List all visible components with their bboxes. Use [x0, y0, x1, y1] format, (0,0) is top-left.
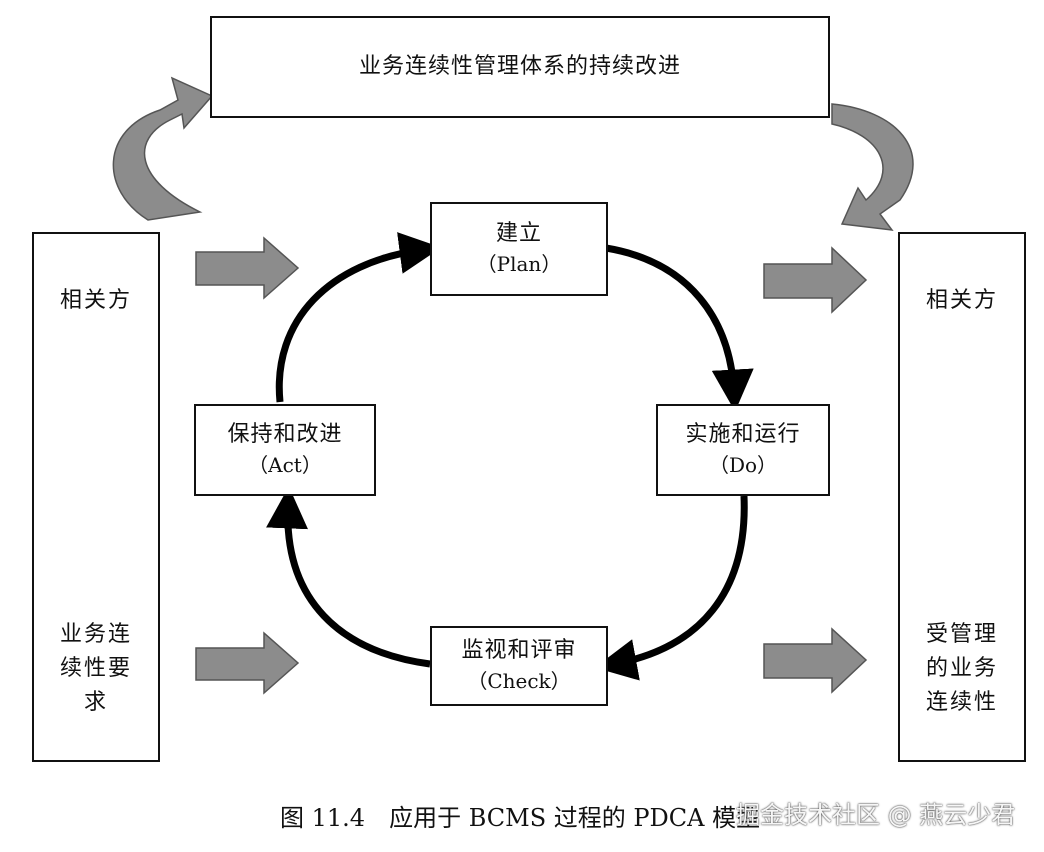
continuous-improvement-label: 业务连续性管理体系的持续改进	[358, 54, 681, 79]
plan-en-label: （Plan）	[476, 252, 562, 276]
block-arrow-right-bottom	[763, 627, 868, 694]
do-box: 实施和运行 （Do）	[656, 404, 830, 496]
right-top-label: 相关方	[925, 288, 998, 313]
cycle-arrow-plan-to-do	[605, 244, 754, 412]
curved-arrow-right	[831, 103, 914, 231]
check-box: 监视和评审 （Check）	[430, 626, 608, 706]
act-en-label: （Act）	[248, 453, 322, 477]
block-arrow-right-top	[763, 246, 868, 314]
left-top-label: 相关方	[59, 288, 132, 313]
act-cn-label: 保持和改进	[227, 422, 343, 447]
act-box: 保持和改进 （Act）	[194, 404, 376, 496]
figure-caption: 图 11.4 应用于 BCMS 过程的 PDCA 模型	[280, 804, 761, 832]
plan-cn-label: 建立	[495, 221, 542, 246]
check-cn-label: 监视和评审	[461, 638, 577, 663]
block-arrow-left-top	[195, 236, 300, 300]
right-bottom-label: 受管理 的业务 连续性	[925, 622, 998, 715]
block-arrow-left-bottom	[195, 631, 300, 695]
cycle-arrow-do-to-check	[594, 495, 748, 681]
check-en-label: （Check）	[467, 669, 571, 693]
watermark-text: 掘金技术社区 @ 燕云少君	[736, 801, 1016, 829]
curved-arrow-left	[112, 76, 214, 221]
do-cn-label: 实施和运行	[685, 422, 801, 447]
plan-box: 建立 （Plan）	[430, 202, 608, 296]
right-stakeholder-column	[898, 232, 1026, 762]
cycle-arrow-act-to-plan	[275, 232, 442, 403]
left-stakeholder-column	[32, 232, 160, 762]
continuous-improvement-box: 业务连续性管理体系的持续改进	[210, 16, 830, 118]
left-bottom-label: 业务连 续性要 求	[59, 622, 132, 715]
do-en-label: （Do）	[708, 453, 778, 477]
cycle-arrow-check-to-act	[266, 486, 431, 668]
